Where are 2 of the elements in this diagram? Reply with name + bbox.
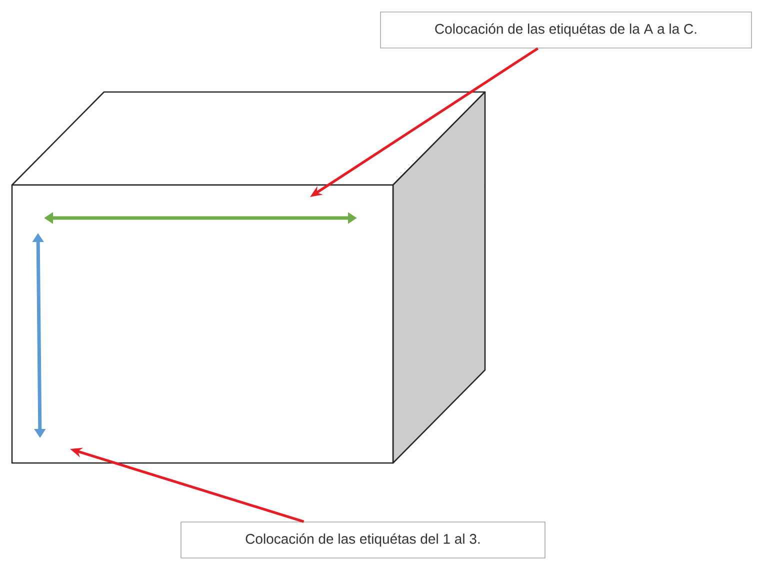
callout-box: Colocación de las etiquétas del 1 al 3.: [180, 522, 546, 558]
callout-box: Colocación de las etiquétas de la A a la C.: [380, 12, 752, 48]
